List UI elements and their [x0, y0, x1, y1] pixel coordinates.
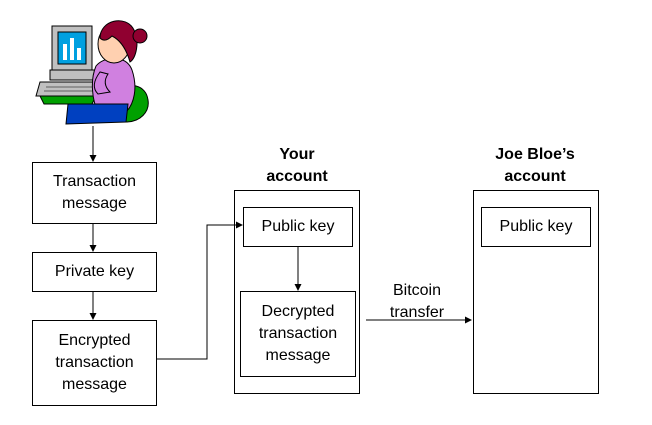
encrypted-message-box: Encrypted transaction message	[32, 320, 157, 406]
transaction-message-box: Transaction message	[32, 162, 157, 224]
transaction-message-label: Transaction message	[53, 173, 136, 212]
your-public-key-label: Public key	[261, 218, 335, 235]
your-public-key-box: Public key	[243, 207, 353, 247]
your-account-title: Your account	[266, 146, 328, 185]
encrypted-message-label: Encrypted transaction message	[55, 332, 134, 393]
joe-public-key-label: Public key	[499, 218, 573, 235]
private-key-box: Private key	[32, 252, 157, 292]
private-key-label: Private key	[54, 263, 135, 280]
decrypted-message-label: Decrypted transaction message	[258, 303, 338, 364]
joe-account-title: Joe Bloe’s account	[495, 146, 575, 185]
joe-public-key-box: Public key	[481, 207, 591, 247]
decrypted-message-box: Decrypted transaction message	[240, 291, 356, 377]
bitcoin-transfer-label: Bitcoin transfer	[389, 282, 445, 321]
arrow-encrypted-to-public-key	[157, 221, 243, 360]
